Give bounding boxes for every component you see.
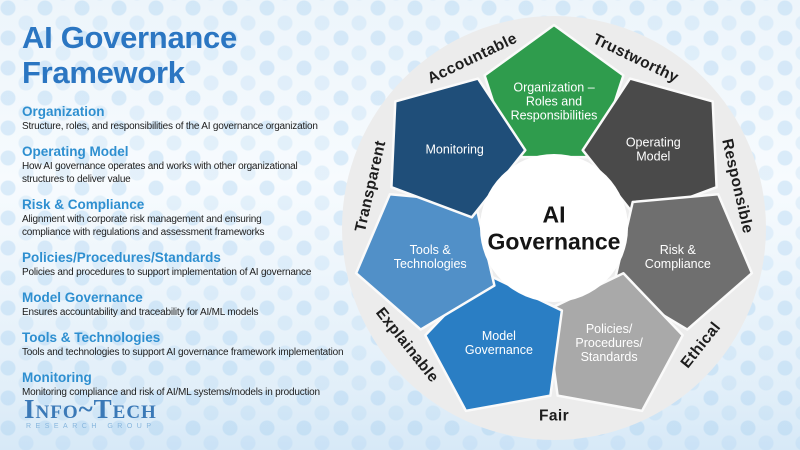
definition-item-tools-technologies: Tools & Technologies Tools and technolog… — [22, 330, 352, 359]
definition-body: Policies and procedures to support imple… — [22, 267, 312, 279]
definition-heading: Model Governance — [22, 290, 143, 306]
definition-heading: Tools & Technologies — [22, 330, 161, 346]
definition-heading: Organization — [22, 104, 105, 120]
definition-body: Ensures accountability and traceability … — [22, 307, 259, 319]
definition-item-organization: Organization Structure, roles, and respo… — [22, 104, 352, 133]
definition-list: Organization Structure, roles, and respo… — [22, 104, 352, 399]
left-column: AI Governance Framework Organization Str… — [22, 20, 352, 410]
definition-body: Structure, roles, and responsibilities o… — [22, 121, 318, 133]
wheel-center-circle — [480, 154, 628, 302]
definition-body: Tools and technologies to support AI gov… — [22, 347, 344, 359]
wheel-segment-label-risk-compliance: Risk &Compliance — [645, 243, 711, 271]
definition-item-operating-model: Operating Model How AI governance operat… — [22, 144, 352, 186]
definition-body: Alignment with corporate risk management… — [22, 214, 265, 239]
definition-heading: Monitoring — [22, 370, 92, 386]
ring-label-fair: Fair — [539, 408, 569, 425]
definition-heading: Policies/Procedures/Standards — [22, 250, 221, 266]
wheel-segment-label-monitoring: Monitoring — [426, 142, 484, 156]
definition-heading: Risk & Compliance — [22, 197, 145, 213]
logo-subtitle: RESEARCH GROUP — [26, 423, 156, 430]
definition-body: How AI governance operates and works wit… — [22, 161, 298, 186]
definition-body: Monitoring compliance and risk of AI/ML … — [22, 387, 320, 399]
definition-heading: Operating Model — [22, 144, 129, 160]
page-title: AI Governance Framework — [22, 20, 237, 91]
definition-item-risk-compliance: Risk & Compliance Alignment with corpora… — [22, 197, 352, 239]
info-tech-logo: Info~Tech RESEARCH GROUP — [24, 394, 157, 431]
logo-wordmark: Info~Tech — [24, 394, 157, 424]
wheel-segment-label-tools-technologies: Tools &Technologies — [394, 243, 467, 271]
wheel-segment-label-policies-procedures-standards: Policies/Procedures/Standards — [575, 322, 643, 364]
definition-item-monitoring: Monitoring Monitoring compliance and ris… — [22, 370, 352, 399]
definition-item-policies: Policies/Procedures/Standards Policies a… — [22, 250, 352, 279]
definition-item-model-governance: Model Governance Ensures accountability … — [22, 290, 352, 319]
